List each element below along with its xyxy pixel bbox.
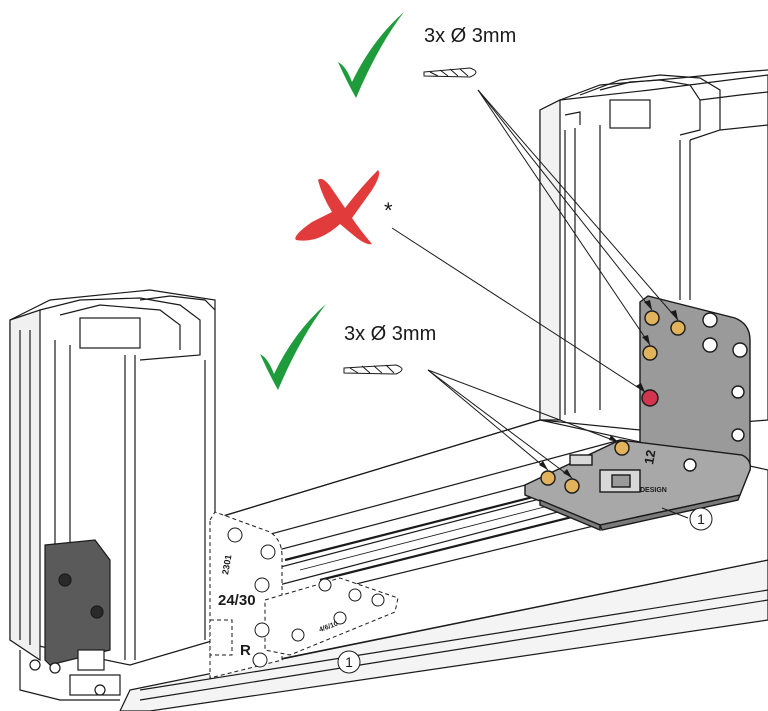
- bracket-left-code-a: 2301: [220, 554, 233, 575]
- asterisk-marker: *: [384, 198, 393, 223]
- approved-holes-vertical: [642, 310, 686, 361]
- left-corner-bracket: 24/30 R 2301 4/6/10: [209, 511, 399, 679]
- reference-number: 1: [345, 654, 353, 670]
- check-icon: [338, 12, 404, 98]
- drill-bit-icon: [423, 67, 477, 78]
- reference-marker-left: 1: [337, 650, 361, 674]
- approved-holes-base: [540, 440, 630, 494]
- rejected-hole: [641, 389, 659, 407]
- rejected-callout: *: [295, 170, 393, 245]
- drill-callout-top: 3x Ø 3mm: [338, 12, 516, 98]
- bracket-size-label: 24/30: [218, 592, 256, 609]
- drill-callout-middle: 3x Ø 3mm: [260, 304, 436, 390]
- drill-bit-icon: [343, 364, 403, 375]
- right-corner-bracket: 12 DESIGN: [524, 295, 752, 532]
- reference-number: 1: [697, 511, 705, 527]
- drill-size-label: 3x Ø 3mm: [424, 25, 516, 47]
- bracket-code-b: DESIGN: [640, 487, 667, 494]
- cross-icon: [295, 170, 380, 245]
- bracket-code-a: 12: [641, 449, 658, 466]
- reference-marker-right: 1: [689, 507, 713, 531]
- leader-lines: [391, 89, 689, 519]
- left-vertical-profile: [9, 289, 216, 701]
- drill-size-label: 3x Ø 3mm: [344, 323, 436, 345]
- leader-arrowheads: [539, 300, 678, 478]
- bracket-side-label: R: [240, 642, 251, 659]
- check-icon: [260, 304, 326, 390]
